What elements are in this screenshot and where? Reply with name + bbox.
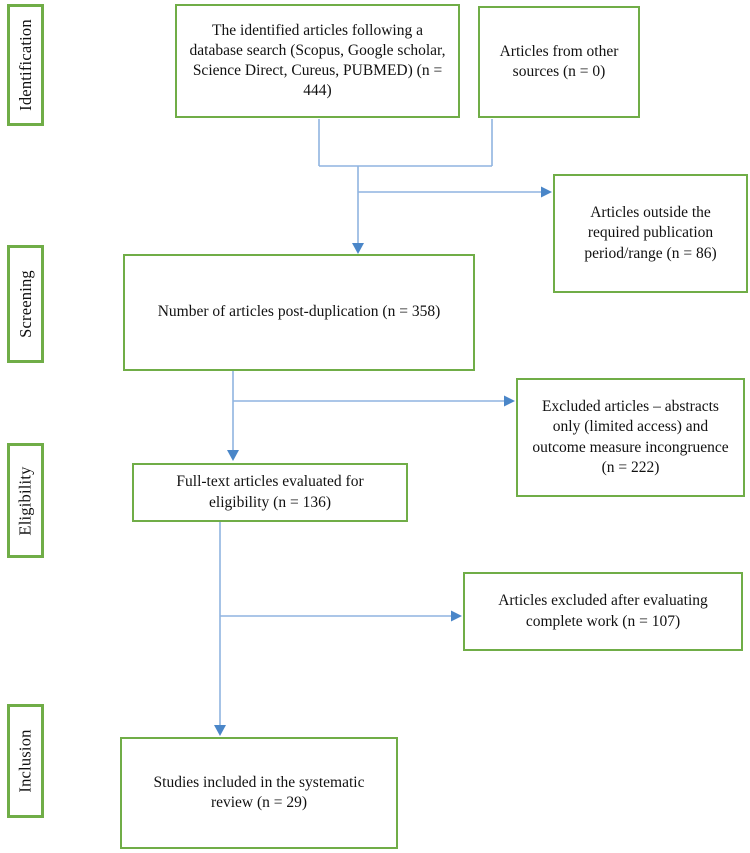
box-other-sources-text: Articles from other sources (n = 0) [499,42,619,80]
stage-label-screening-text: Screening [15,270,35,338]
arrowhead-down-full-text [227,450,239,461]
arrowhead-down-post-duplication [352,243,364,254]
box-post-duplication-text: Number of articles post-duplication (n =… [157,303,441,321]
box-outside-publication-period: Articles outside the required publicatio… [553,174,748,293]
box-excluded-abstracts: Excluded articles – abstracts only (limi… [516,378,745,497]
box-full-text-evaluated-text: Full-text articles evaluated for eligibi… [176,473,364,511]
stage-label-screening: Screening [7,245,44,363]
stage-label-eligibility-text: Eligibility [15,465,35,536]
box-identified-articles-text: The identified articles following a data… [189,21,446,100]
stage-label-identification-text: Identification [15,19,35,111]
box-outside-publication-period-text: Articles outside the required publicatio… [584,204,717,262]
box-full-text-evaluated: Full-text articles evaluated for eligibi… [132,463,408,522]
box-studies-included: Studies included in the systematic revie… [120,737,398,849]
stage-label-inclusion-text: Inclusion [15,729,35,793]
box-identified-articles: The identified articles following a data… [175,4,460,118]
arrowhead-right-excluded-abstracts [504,395,515,407]
box-studies-included-text: Studies included in the systematic revie… [153,773,365,811]
stage-label-eligibility: Eligibility [7,443,44,558]
stage-label-identification: Identification [7,4,44,126]
box-excluded-after-evaluation: Articles excluded after evaluating compl… [463,572,743,651]
arrowhead-right-excluded-complete [451,610,462,622]
arrowhead-down-included [214,725,226,736]
box-other-sources: Articles from other sources (n = 0) [478,6,640,118]
box-excluded-after-evaluation-text: Articles excluded after evaluating compl… [498,592,708,630]
stage-label-inclusion: Inclusion [7,704,44,818]
box-post-duplication: Number of articles post-duplication (n =… [123,254,475,371]
box-excluded-abstracts-text: Excluded articles – abstracts only (limi… [532,398,729,476]
arrowhead-right-outside-period [541,186,552,198]
